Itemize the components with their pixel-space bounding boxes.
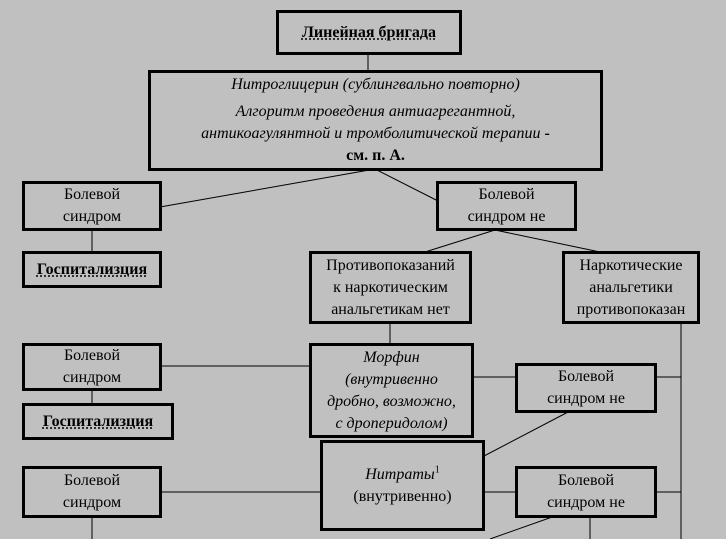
node-line-2: синдром [62,369,122,386]
node-line-3: противопоказан [576,300,686,318]
node-lineynaya-brigada: Линейная бригада [276,10,462,55]
edge-bolne3-diag [489,515,556,539]
node-line-1: Болевой [478,186,535,203]
node-line-1: Болевой [557,368,615,385]
edge-bolne1-protiv [424,229,496,253]
node-line-2: (внутривенно) [353,487,452,505]
node-bolevoy-sindrom-ne-3: Болевой синдром не [515,466,657,518]
node-line-2: синдром [62,494,122,511]
node-line-3: антикоагулянтной и тромболитической тера… [201,123,550,145]
node-text: Госпитализция [36,260,148,278]
node-nitraty: Нитраты1 (внутривенно) [320,440,485,531]
node-line-3-dash: - [540,125,550,142]
node-line-2: синдром не [467,208,546,225]
node-line-3-text: антикоагулянтной и тромболитической тера… [201,125,541,142]
node-line-2: синдром не [547,494,625,511]
node-line-2: к наркотическим [333,278,448,296]
edge-bolne2-nitraty [483,410,571,457]
node-bolevoy-sindrom-ne-2: Болевой синдром не [515,363,657,413]
edge-nitro-bol1 [159,168,376,208]
node-line-1: Морфин [363,348,420,366]
node-line-2: Алгоритм проведения антиагрегантной, [235,103,516,120]
node-line-2: синдром [62,208,122,225]
node-bolevoy-sindrom-1: Болевой синдром [22,181,162,231]
node-gospitalizatsiya-2: Госпитализция [22,403,174,440]
node-morfin: Морфин (внутривенно дробно, возможно, с … [309,343,474,438]
node-gospitalizatsiya-1: Госпитализция [22,251,162,288]
edge-nitro-bolne1 [374,168,441,203]
node-line-4: см. п. А. [346,147,405,164]
node-line-1: Противопоказаний [326,256,455,274]
node-line-1: Нитраты1 [365,464,440,486]
node-line-2: (внутривенно [345,370,438,388]
node-line-1: Болевой [63,347,121,364]
node-line-1-text: Нитраты [365,465,435,483]
node-line-2: синдром не [547,390,625,407]
node-protivopokazaniy-net: Противопоказаний к наркотическим анальге… [309,251,472,324]
node-line-4: с дроперидолом) [335,414,448,432]
node-line-1: Болевой [557,472,615,489]
node-line-2: анальгетики [589,278,673,296]
node-line-1: Болевой [63,472,121,489]
node-line-3: анальгетикам нет [331,300,450,318]
node-text: Госпитализция [42,412,154,430]
node-line-1: Нитроглицерин (сублингвально повторно) [231,76,520,93]
node-text: Линейная бригада [301,23,437,41]
node-nitroglitserin: Нитроглицерин (сублингвально повторно) А… [148,70,603,171]
node-bolevoy-sindrom-3: Болевой синдром [22,466,162,518]
edge-bolne1-narkot [494,229,601,253]
node-narkoticheskie-protivopokazan: Наркотические анальгетики противопоказан [562,251,700,324]
node-line-1: Болевой [63,186,121,203]
node-line-1: Наркотические [579,256,683,274]
node-bolevoy-sindrom-2: Болевой синдром [22,343,162,391]
node-line-3: дробно, возможно, [327,392,456,410]
footnote-marker: 1 [434,464,440,476]
node-bolevoy-sindrom-ne-1: Болевой синдром не [436,181,577,231]
